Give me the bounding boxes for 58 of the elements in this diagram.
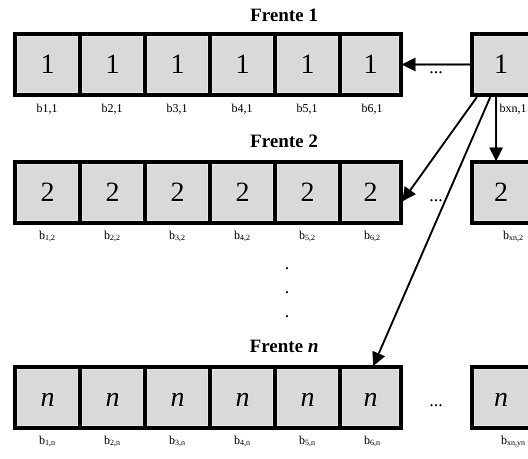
cell-label: b$_{1,2}$ <box>39 228 55 243</box>
ellipsis: . <box>284 253 290 274</box>
cell-value: 1 <box>106 50 120 78</box>
cell-value: 1 <box>236 50 250 78</box>
cell-label: bxn,1 <box>500 101 526 116</box>
cell-value: n <box>494 384 508 412</box>
cell-value: 2 <box>40 178 54 206</box>
cell-label: b$_{5,n}$ <box>299 433 315 448</box>
cell-label: b$_{xn,2}$ <box>503 228 523 243</box>
cell-value: n <box>106 384 120 412</box>
cell-value: n <box>40 384 54 412</box>
cell-value: 2 <box>300 178 314 206</box>
cell-value: 2 <box>106 178 120 206</box>
cell-label: b4,1 <box>232 101 252 116</box>
cell-value: n <box>300 384 314 412</box>
cell-value: 1 <box>40 50 54 78</box>
cell-label: b6,1 <box>362 101 382 116</box>
cell-value: 2 <box>170 178 184 206</box>
cell-value: n <box>170 384 184 412</box>
cell-label: b$_{5,2}$ <box>299 228 315 243</box>
cell-box <box>470 365 528 430</box>
row-title: Frente 1 <box>250 5 318 27</box>
cell-label: b$_{6,2}$ <box>364 228 380 243</box>
cell-label: b$_{xn,yn}$ <box>501 433 525 448</box>
cell-label: b$_{4,2}$ <box>234 228 250 243</box>
cell-value: 1 <box>300 50 314 78</box>
cell-label: b$_{1,n}$ <box>39 433 55 448</box>
cell-label: b$_{2,2}$ <box>104 228 120 243</box>
cell-value: n <box>364 384 378 412</box>
cell-value: 1 <box>494 50 508 78</box>
cell-box <box>470 160 528 225</box>
cell-value: 2 <box>494 178 508 206</box>
row-title: Frente 2 <box>250 131 318 153</box>
cell-value: 1 <box>364 50 378 78</box>
cell-label: b$_{6,n}$ <box>364 433 380 448</box>
cell-label: b2,1 <box>102 101 122 116</box>
cell-label: b1,1 <box>36 101 58 116</box>
cell-label: b$_{2,n}$ <box>104 433 120 448</box>
cell-value: 2 <box>236 178 250 206</box>
cell-box <box>470 32 528 97</box>
cell-label: b$_{4,n}$ <box>234 433 250 448</box>
cell-label: b3,1 <box>166 101 188 116</box>
arrow <box>402 58 470 72</box>
cell-value: 1 <box>170 50 184 78</box>
cell-value: 2 <box>364 178 378 206</box>
cell-value: n <box>236 384 250 412</box>
ellipsis: ... <box>429 57 443 78</box>
arrow <box>372 96 492 366</box>
cell-label: b$_{3,n}$ <box>169 433 185 448</box>
ellipsis: . <box>284 277 290 298</box>
cell-label: b$_{3,2}$ <box>169 228 185 243</box>
arrow <box>402 96 478 202</box>
row-title: Frente n <box>250 336 318 358</box>
cell-label: b5,1 <box>296 101 318 116</box>
arrow <box>489 97 504 162</box>
ellipsis: ... <box>429 185 443 206</box>
ellipsis: ... <box>429 390 443 411</box>
ellipsis: . <box>284 301 290 322</box>
